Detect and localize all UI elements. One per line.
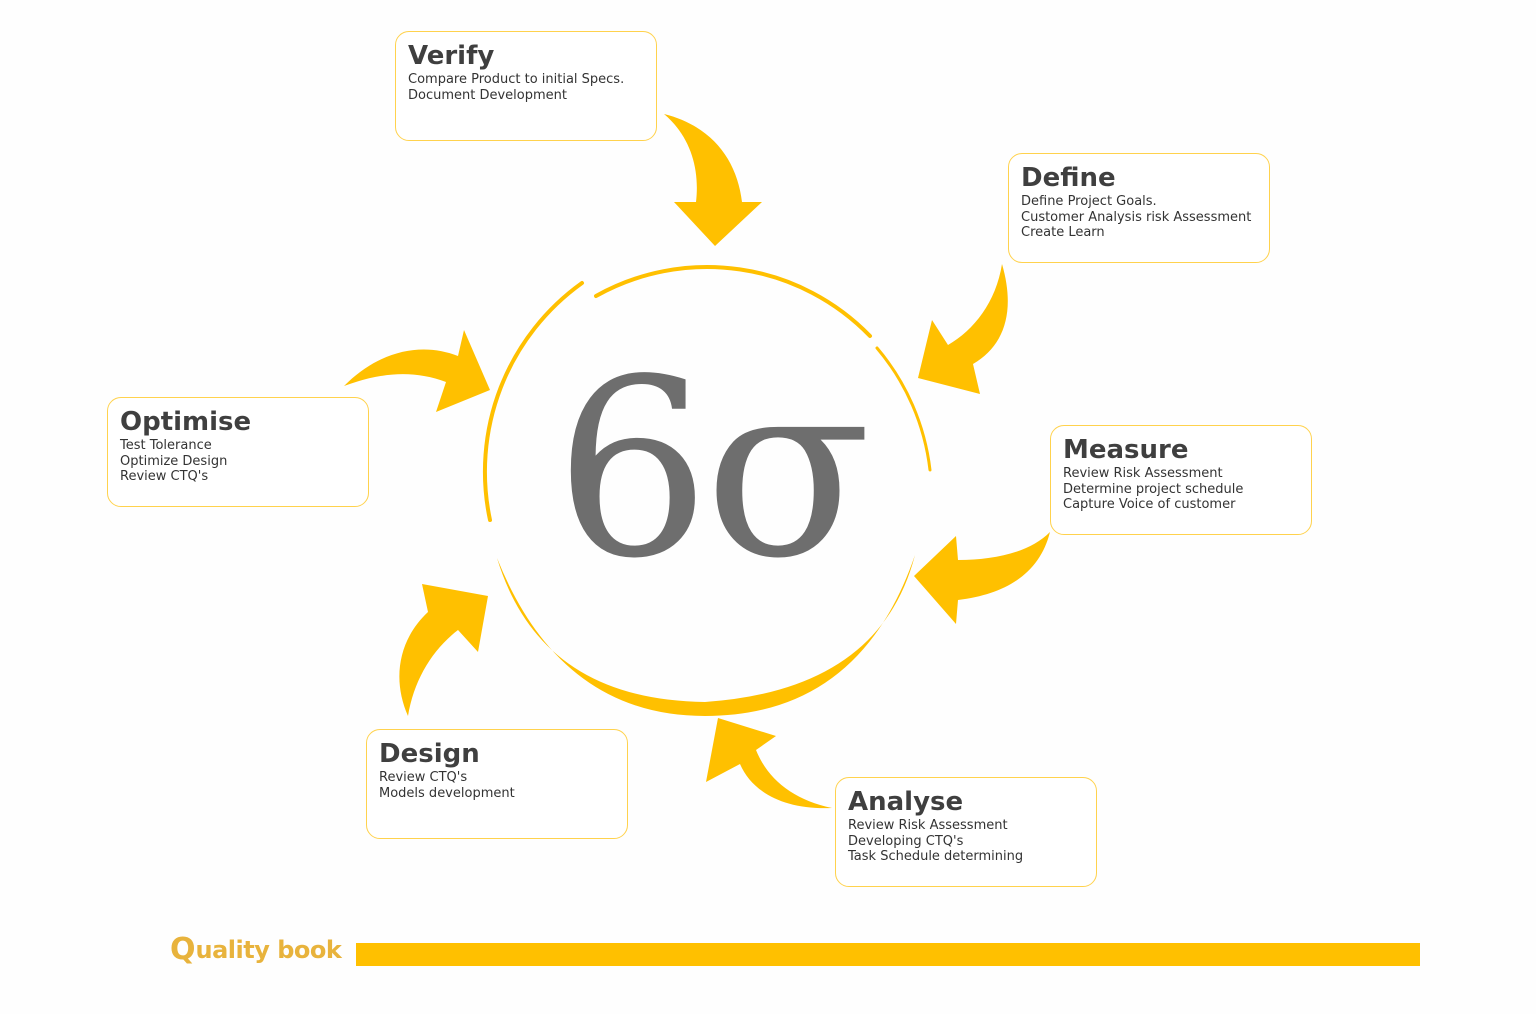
step-line: Optimize Design [120, 453, 228, 469]
step-lines-analyse: Review Risk Assessment Developing CTQ's … [848, 818, 1084, 865]
step-lines-design: Review CTQ's Models development [379, 770, 615, 801]
arrow-verify [664, 114, 762, 246]
arrow-define [918, 264, 1008, 394]
step-box-define: Define Define Project Goals. Customer An… [1008, 153, 1270, 263]
step-title-verify: Verify [408, 41, 495, 71]
step-line: Test Tolerance [120, 438, 212, 453]
step-line: Create Learn [1021, 225, 1105, 240]
logo-mark-icon: Q [170, 932, 196, 967]
step-box-verify: Verify Compare Product to initial Specs.… [395, 31, 657, 141]
step-line: Review CTQ's [379, 770, 468, 785]
step-line: Review CTQ's [120, 469, 209, 484]
step-line: Determine project schedule [1063, 481, 1244, 497]
step-line: Compare Product to initial Specs. [408, 72, 625, 87]
step-line: Review Risk Assessment [1063, 466, 1223, 481]
step-title-design: Design [379, 739, 480, 769]
step-title-analyse: Analyse [848, 787, 964, 817]
circle-arc-top [594, 265, 872, 338]
step-box-analyse: Analyse Review Risk Assessment Developin… [835, 777, 1097, 887]
step-box-measure: Measure Review Risk Assessment Determine… [1050, 425, 1312, 535]
step-line: Models development [379, 785, 515, 801]
step-line: Developing CTQ's [848, 833, 964, 849]
step-line: Review Risk Assessment [848, 818, 1008, 833]
circle-arc-right [875, 346, 932, 472]
step-box-design: Design Review CTQ's Models development [366, 729, 628, 839]
arrow-measure [914, 532, 1050, 624]
step-lines-define: Define Project Goals. Customer Analysis … [1021, 194, 1257, 241]
arrow-design [399, 584, 488, 716]
six-sigma-symbol: 6σ [554, 327, 871, 612]
logo-text: uality book [195, 936, 342, 964]
arrow-optimise [344, 330, 490, 412]
step-box-optimise: Optimise Test Tolerance Optimize Design … [107, 397, 369, 507]
step-lines-measure: Review Risk Assessment Determine project… [1063, 466, 1299, 513]
step-line: Customer Analysis risk Assessment [1021, 209, 1252, 225]
step-title-optimise: Optimise [120, 407, 252, 437]
step-line: Document Development [408, 87, 567, 103]
step-title-define: Define [1021, 163, 1116, 193]
quality-book-logo: Q uality book [170, 930, 342, 970]
step-lines-optimise: Test Tolerance Optimize Design Review CT… [120, 438, 356, 485]
step-lines-verify: Compare Product to initial Specs. Docume… [408, 72, 644, 103]
step-line: Task Schedule determining [848, 849, 1024, 864]
circle-arc-left [482, 281, 584, 522]
step-title-measure: Measure [1063, 435, 1189, 465]
step-line: Define Project Goals. [1021, 194, 1157, 209]
step-line: Capture Voice of customer [1063, 497, 1236, 512]
footer-bar [356, 943, 1420, 966]
arrow-analyse [706, 718, 832, 809]
